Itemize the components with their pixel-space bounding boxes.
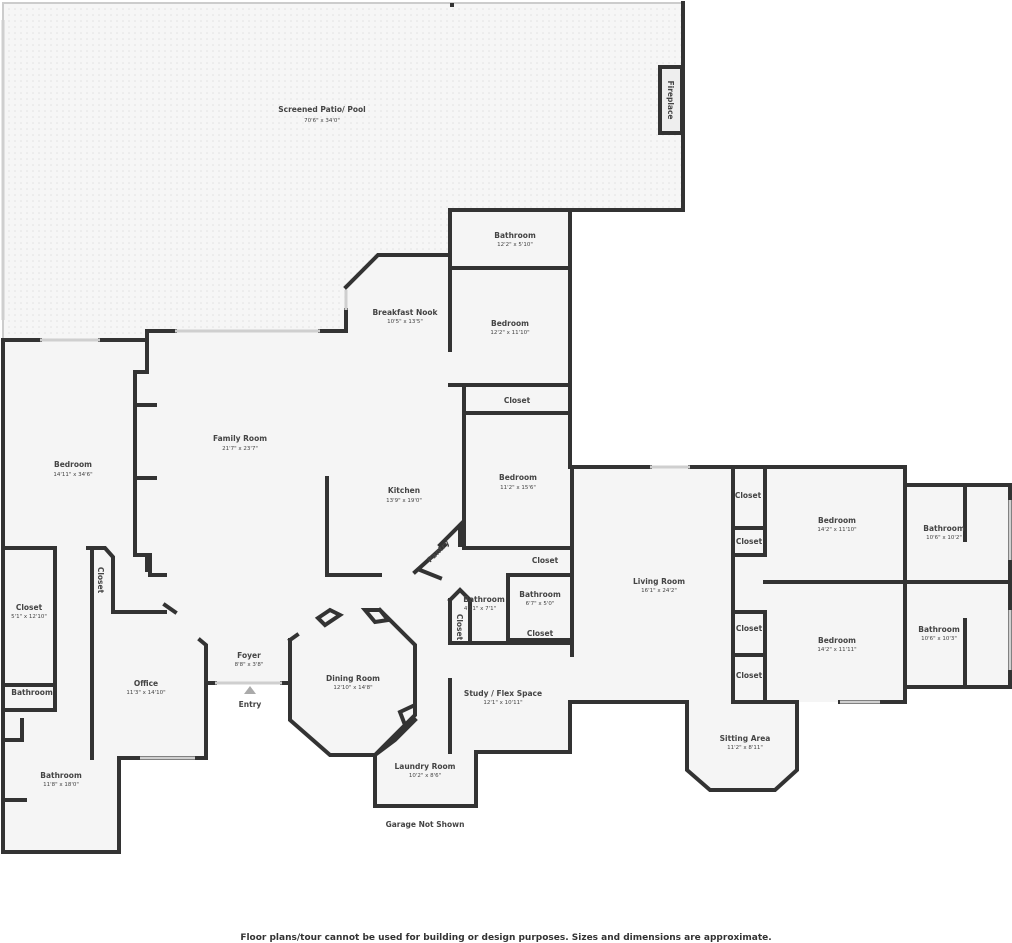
- walls: [1, 1, 1012, 854]
- room-name: Laundry Room: [395, 762, 456, 771]
- room-dims: 16'1" x 24'2": [641, 588, 677, 594]
- room-dims: 8'8" x 3'8": [235, 662, 264, 668]
- room-dims: 12'1" x 10'11": [483, 700, 522, 706]
- room-name: Living Room: [633, 577, 685, 586]
- windows: [1, 20, 1012, 760]
- room-dims: 6'7" x 5'0": [526, 601, 555, 607]
- room-name: Closet: [532, 556, 559, 565]
- room-name: Closet: [455, 614, 464, 641]
- room-name: Bathroom: [494, 231, 536, 240]
- room-dims: 12'2" x 5'10": [497, 242, 533, 248]
- room-dims: 12'2" x 11'10": [490, 330, 529, 336]
- room-dims: 10'6" x 10'3": [921, 636, 957, 642]
- room-name: Office: [134, 679, 158, 688]
- room-name: Bathroom: [918, 625, 960, 634]
- room-name: Closet: [736, 537, 763, 546]
- room-dims: 21'7" x 23'7": [222, 446, 258, 452]
- room-dims: 14'2" x 11'10": [817, 527, 856, 533]
- room-dims: 12'10" x 14'8": [333, 685, 372, 691]
- house-floor: [3, 210, 1010, 852]
- room-name: Bedroom: [499, 473, 537, 482]
- entry-label: Entry: [239, 700, 262, 709]
- room-name: Closet: [527, 629, 554, 638]
- room-name: Closet: [96, 567, 105, 594]
- room-name: Bathroom: [40, 771, 82, 780]
- room-dims: 13'9" x 19'0": [386, 498, 422, 504]
- room-dims: 14'2" x 11'11": [817, 647, 856, 653]
- room-name: Study / Flex Space: [464, 689, 542, 698]
- room-dims: 4'11" x 7'1": [464, 606, 496, 612]
- room-dims: 10'5" x 13'5": [387, 319, 423, 325]
- room-name: Dining Room: [326, 674, 380, 683]
- room-dims: 11'8" x 18'0": [43, 782, 79, 788]
- room-dims: 70'6" x 34'0": [304, 118, 340, 124]
- room-name: Closet: [736, 624, 763, 633]
- room-name: Family Room: [213, 434, 267, 443]
- room-name: Bedroom: [818, 636, 856, 645]
- room-name: Bedroom: [491, 319, 529, 328]
- room-dims: 5'1" x 12'10": [11, 614, 47, 620]
- room-dims: 11'2" x 8'11": [727, 745, 763, 751]
- room-dims: 11'2" x 15'6": [500, 485, 536, 491]
- room-name: Bathroom: [11, 688, 53, 697]
- room-name: Closet: [735, 491, 762, 500]
- room-name: Bedroom: [54, 460, 92, 469]
- room-name: Kitchen: [388, 486, 420, 495]
- room-dims: 11'3" x 14'10": [126, 690, 165, 696]
- room-name: Closet: [504, 396, 531, 405]
- room-name: Screened Patio/ Pool: [278, 105, 366, 114]
- room-name: Fireplace: [666, 80, 675, 119]
- room-name: Bedroom: [818, 516, 856, 525]
- room-name: Bathroom: [463, 595, 505, 604]
- room-dims: 10'6" x 10'2": [926, 535, 962, 541]
- room-name: Closet: [16, 603, 43, 612]
- fireplace: [658, 65, 684, 135]
- room-name: Foyer: [237, 651, 261, 660]
- room-name: Sitting Area: [720, 734, 771, 743]
- room-dims: 14'11" x 34'6": [53, 472, 92, 478]
- room-name: Breakfast Nook: [372, 308, 438, 317]
- garage-note: Garage Not Shown: [386, 820, 465, 829]
- room-name: Bathroom: [923, 524, 965, 533]
- room-dims: 10'2" x 8'6": [409, 773, 441, 779]
- patio-area: [2, 2, 684, 341]
- room-name: Bathroom: [519, 590, 561, 599]
- room-name: Closet: [736, 671, 763, 680]
- entry-arrow-icon: [244, 686, 256, 694]
- disclaimer: Floor plans/tour cannot be used for buil…: [240, 933, 772, 943]
